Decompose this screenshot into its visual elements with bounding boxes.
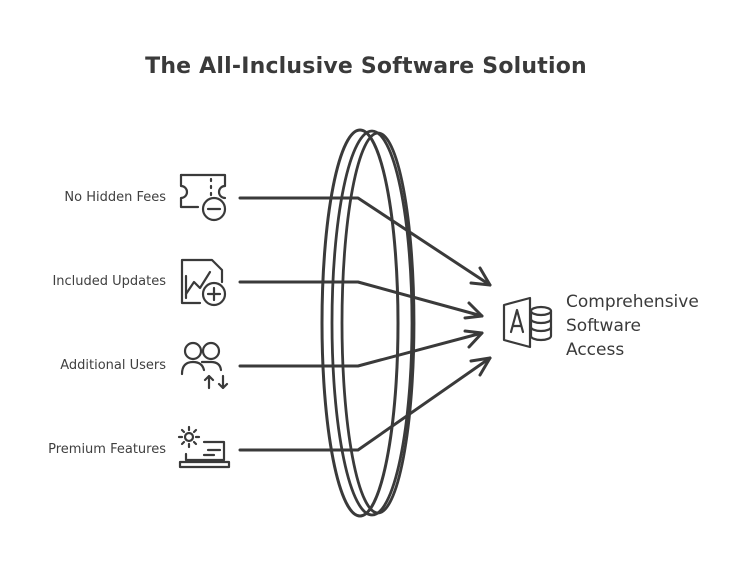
label-no-hidden-fees: No Hidden Fees [64, 190, 166, 205]
diagram-title: The All-Inclusive Software Solution [145, 54, 587, 79]
connector-arrows [238, 196, 492, 452]
label-additional-users: Additional Users [60, 358, 166, 373]
access-database-icon [502, 296, 553, 349]
users-transfer-icon [180, 341, 229, 390]
arrow-additional-users [238, 331, 484, 368]
output-label: Comprehensive Software Access [566, 290, 699, 362]
ticket-minus-icon [179, 173, 227, 222]
lens-disc-icon [320, 128, 416, 518]
output-line-2: Software [566, 316, 641, 336]
label-included-updates: Included Updates [52, 274, 166, 289]
arrow-included-updates [238, 280, 484, 318]
output-line-1: Comprehensive [566, 292, 699, 312]
arrow-no-hidden-fees [238, 196, 492, 287]
chart-add-icon [180, 258, 227, 307]
arrowheads [463, 266, 492, 377]
laptop-gear-icon [177, 425, 231, 469]
arrow-premium-features [238, 356, 492, 452]
label-premium-features: Premium Features [48, 442, 166, 457]
output-line-3: Access [566, 340, 625, 360]
